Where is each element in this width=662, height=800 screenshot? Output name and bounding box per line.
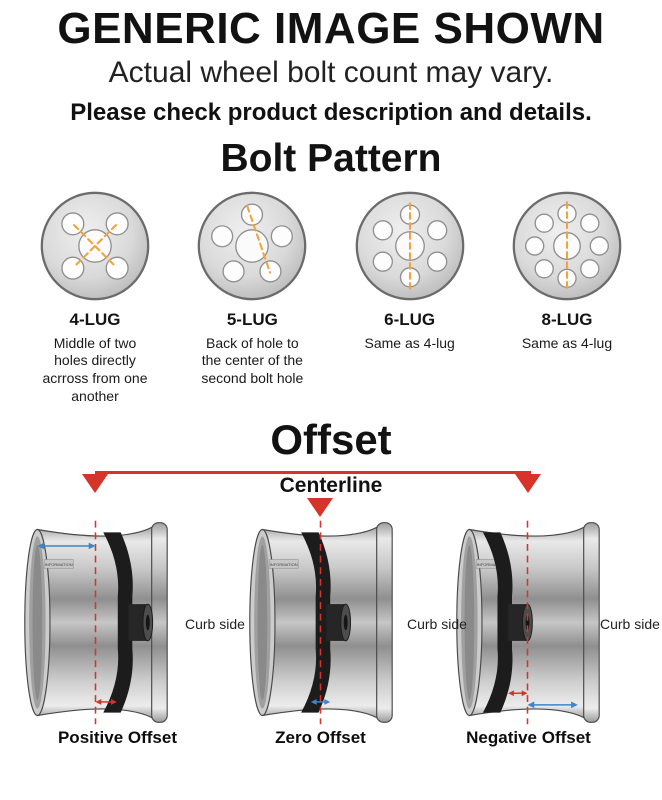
lug-label-4: 4-LUG [69,309,121,329]
negative-offset-label: Negative Offset [466,727,591,747]
lug-description-4: Middle of two holes directly acrross fro… [42,334,148,404]
bolt-pattern-title: Bolt Pattern [220,136,442,180]
centerline-triangle-right-icon [515,473,541,493]
lug-item-5: 5-LUG Back of hole to the center of the … [177,189,327,406]
lug-item-8: 8-LUG Same as 4-lug [492,189,642,406]
lug-description-8: Same as 4-lug [521,334,613,351]
centerline-bar [95,470,531,474]
lug-description-5: Back of hole to the center of the second… [201,334,304,387]
8-lug-diagram-icon [512,191,622,300]
centerline-label: Centerline [279,473,383,497]
wheel-sticker-text: INFORMATION [45,561,73,566]
6-lug-diagram-icon [355,191,464,300]
wheel-sticker-text: INFORMATION [270,561,298,566]
curb-side-label-1: Curb side [185,615,245,632]
lug-item-6: 6-LUG Same as 4-lug [335,189,485,406]
bolt-pattern-row: 4-LUG Middle of two holes directly acrro… [0,181,662,406]
4-lug-diagram-icon [40,191,150,300]
curb-side-label-3: Curb side [600,615,660,632]
wheel-sticker [43,558,74,569]
lug-label-6: 6-LUG [384,309,436,329]
spoke-face [482,531,513,713]
curb-side-label-2: Curb side [407,615,467,632]
centerline-triangle-middle-icon [307,497,333,517]
positive-offset-wheel-diagram: INFORMATION [24,520,168,724]
zero-offset-wheel-diagram: INFORMATION [249,520,393,724]
positive-offset-label: Positive Offset [57,727,178,747]
5-lug-diagram-icon [197,191,307,300]
spoke-face [103,531,133,713]
wheel-sticker-text: INFORMATION [477,561,505,566]
generic-image-title: GENERIC IMAGE SHOWN [57,4,605,53]
offset-diagram-area: Centerline INFORMATION [0,464,662,766]
lug-description-6: Same as 4-lug [364,334,455,351]
offset-title: Offset [270,415,392,463]
centerline-triangle-left-icon [82,473,108,493]
lug-item-4: 4-LUG Middle of two holes directly acrro… [20,189,170,406]
negative-offset-wheel-diagram: INFORMATION [456,520,600,724]
lug-label-8: 8-LUG [541,309,593,329]
wheel-sticker [268,558,299,569]
check-description-note: Please check product description and det… [70,98,592,126]
zero-offset-label: Zero Offset [275,727,366,747]
bolt-count-subtitle: Actual wheel bolt count may vary. [108,55,554,89]
spoke-face [301,531,331,713]
lug-label-5: 5-LUG [226,309,278,329]
